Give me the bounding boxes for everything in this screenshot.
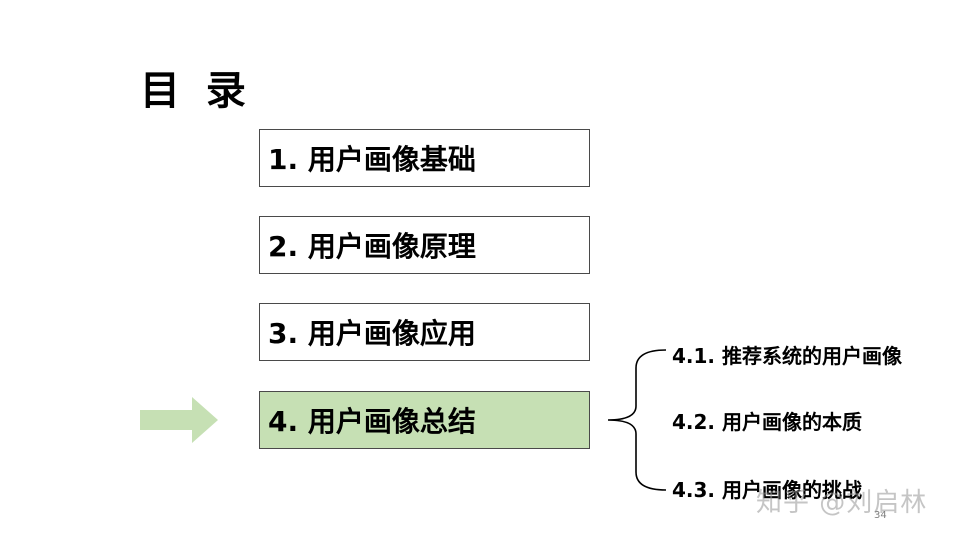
watermark: 知乎 @刘启林	[756, 488, 928, 518]
toc-item-1: 1. 用户画像基础	[259, 129, 590, 187]
left-brace-icon	[607, 349, 667, 491]
subsection-item-4-2: 4.2. 用户画像的本质	[672, 410, 862, 434]
subsection-item-4-1: 4.1. 推荐系统的用户画像	[672, 344, 902, 368]
toc-item-label: 3. 用户画像应用	[268, 317, 476, 350]
subsection-item-4-3: 4.3. 用户画像的挑战	[672, 478, 862, 502]
toc-item-label: 4. 用户画像总结	[268, 405, 476, 438]
page-number: 34	[874, 510, 887, 521]
toc-item-label: 1. 用户画像基础	[268, 143, 476, 176]
toc-item-2: 2. 用户画像原理	[259, 216, 590, 274]
slide-title: 目 录	[140, 68, 252, 114]
right-arrow-icon	[140, 397, 218, 443]
toc-item-label: 2. 用户画像原理	[268, 230, 476, 263]
toc-item-4-current: 4. 用户画像总结	[259, 391, 590, 449]
toc-item-3: 3. 用户画像应用	[259, 303, 590, 361]
